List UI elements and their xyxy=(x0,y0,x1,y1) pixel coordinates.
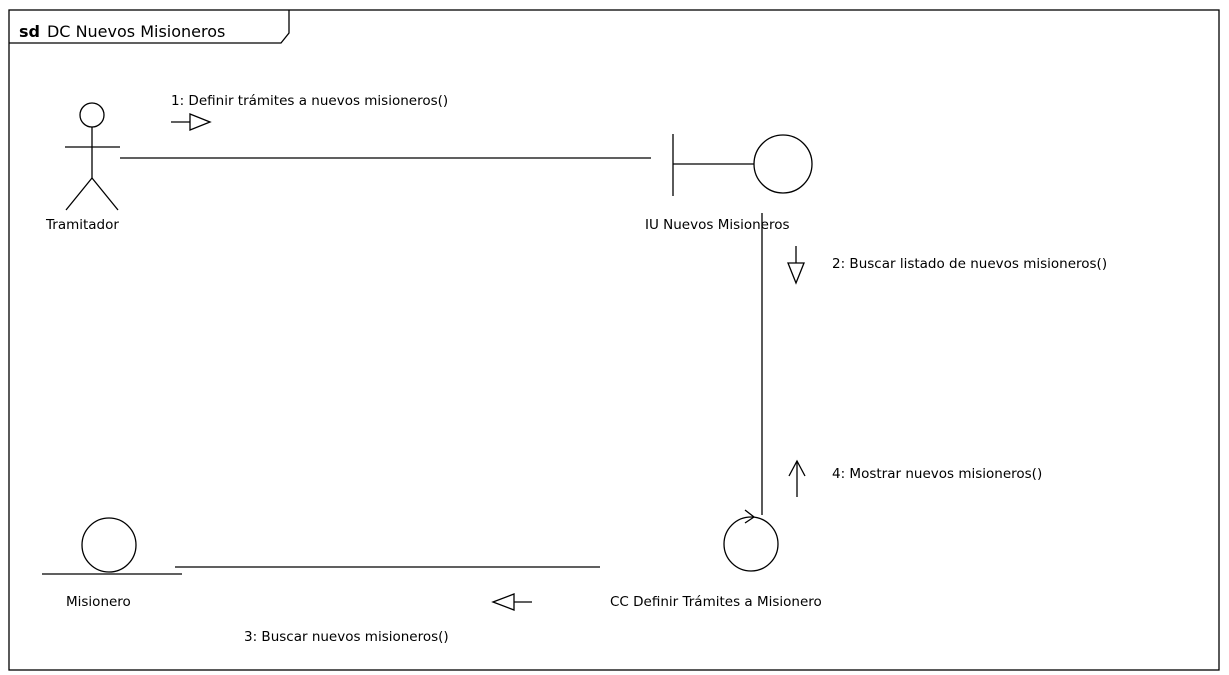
message-2-label: 2: Buscar listado de nuevos misioneros() xyxy=(832,256,1108,272)
entity-label: Misionero xyxy=(66,594,131,610)
diagram-title: sd DC Nuevos Misioneros xyxy=(19,22,225,42)
control-label: CC Definir Trámites a Misionero xyxy=(610,594,822,610)
boundary-label: IU Nuevos Misioneros xyxy=(645,217,790,233)
boundary-icon xyxy=(672,134,813,196)
message-3-arrow-icon xyxy=(491,593,532,611)
message-1-arrow-icon xyxy=(171,113,212,131)
message-4-label: 4: Mostrar nuevos misioneros() xyxy=(832,466,1043,482)
message-4-arrow-icon xyxy=(788,459,806,497)
message-1-label: 1: Definir trámites a nuevos misioneros(… xyxy=(171,93,449,109)
message-2-arrow-icon xyxy=(787,246,805,285)
actor-icon xyxy=(65,102,120,211)
diagram-frame xyxy=(8,9,1220,671)
frame-name-tab xyxy=(9,10,290,44)
message-3-label: 3: Buscar nuevos misioneros() xyxy=(244,629,449,645)
control-icon xyxy=(723,509,779,572)
frame-name: DC Nuevos Misioneros xyxy=(46,22,226,41)
actor-label: Tramitador xyxy=(46,217,119,233)
entity-icon xyxy=(42,517,182,575)
frame-keyword: sd xyxy=(19,22,40,41)
